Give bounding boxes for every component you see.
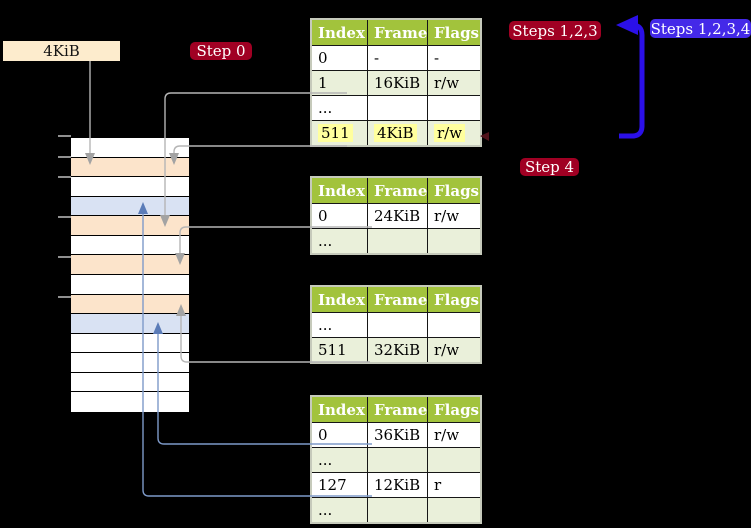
step-4-badge: Step 4 [520,158,579,176]
column-header: Index [318,400,365,419]
table-row: ... [312,228,480,253]
address-tick [58,135,71,137]
address-tick [58,156,71,158]
memory-frame-row [71,392,189,412]
cell: - [427,46,480,70]
memory-frame-row [71,353,189,373]
step-0-badge: Step 0 [190,42,252,60]
column-header: Index [318,23,365,42]
table-row: ... [312,95,480,120]
recursive-loop-arrow [616,15,645,139]
cell [427,96,480,120]
cell: 24KiB [367,204,427,228]
table-row: 0 -- [312,45,480,70]
cell: 1 [318,74,328,92]
memory-frame-row [71,196,189,217]
cell: 36KiB [367,423,427,447]
table-row: ... [312,312,480,337]
table-row: ... [312,497,480,522]
cell: 4KiB [367,121,427,145]
cell [367,96,427,120]
memory-frame-row [71,216,189,236]
table-row: 511 4KiB r/w [312,120,480,145]
highlighted-value: 511 [318,124,353,142]
column-header: Flags [427,287,480,312]
cell: 16KiB [367,71,427,95]
column-header: Frame [367,397,427,422]
column-header: Index [318,181,365,200]
cell: 0 [318,207,328,225]
cell [367,229,427,253]
column-header: Frame [367,20,427,45]
cell: r/w [427,423,480,447]
memory-frame-row [71,333,189,354]
cell: ... [318,501,333,519]
highlighted-value: 4KiB [374,124,417,142]
column-header: Frame [367,178,427,203]
cell: ... [318,99,333,117]
cell: ... [318,451,333,469]
cell [427,498,480,522]
cell: 12KiB [367,473,427,497]
cell: ... [318,316,333,334]
cell: 127 [318,476,347,494]
memory-frame-row [71,177,189,197]
cell: r/w [427,71,480,95]
memory-frame-row [71,294,189,315]
arrow-table1-entry511 [169,145,347,165]
column-header: Flags [427,397,480,422]
column-header: Index [318,290,365,309]
cell: - [367,46,427,70]
memory-frame-row [71,157,189,178]
cell [427,229,480,253]
cell: 511 [318,341,347,359]
column-header: Flags [427,178,480,203]
cell [427,448,480,472]
cell: 32KiB [367,338,427,362]
cell: r/w [427,204,480,228]
memory-frame-row [71,274,189,295]
column-header: Frame [367,287,427,312]
memory-column [70,137,190,413]
highlighted-value: r/w [434,124,466,142]
cell [367,498,427,522]
memory-frame-row [71,235,189,256]
frame-size-label: 4KiB [3,41,120,61]
cell: ... [318,232,333,250]
address-tick [58,256,71,258]
address-tick [58,296,71,298]
memory-frame-row [71,138,189,158]
address-tick [58,216,71,218]
cell: r/w [427,121,480,145]
cell: 0 [318,426,328,444]
steps-1234-badge: Steps 1,2,3,4 [650,19,751,38]
steps-123-badge: Steps 1,2,3 [509,21,601,40]
cell [367,313,427,337]
memory-frame-row [71,314,189,334]
cell: 0 [318,49,328,67]
cell: r/w [427,338,480,362]
column-header: Flags [427,20,480,45]
cell [427,313,480,337]
address-tick [58,176,71,178]
memory-frame-row [71,372,189,393]
cell: 511 [312,121,367,145]
cell: r [427,473,480,497]
table-row: ... [312,447,480,472]
memory-frame-row [71,255,189,275]
cell [367,448,427,472]
